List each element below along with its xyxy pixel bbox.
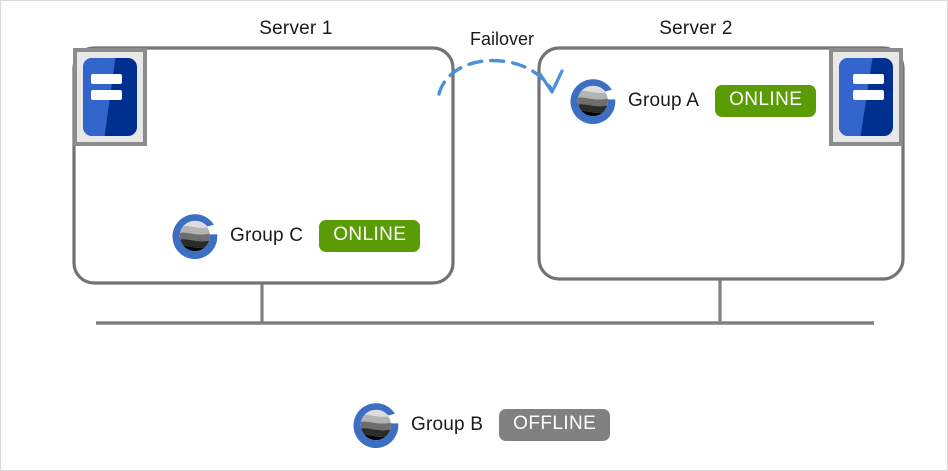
group-a-status-badge[interactable]: ONLINE [715, 85, 817, 117]
group-c-status-badge[interactable]: ONLINE [319, 220, 421, 252]
server-1-machine-body [83, 58, 137, 136]
server-2-machine-slot-top [853, 73, 885, 84]
group-b-status-badge[interactable]: OFFLINE [499, 409, 611, 441]
server-2-machine-body [839, 58, 893, 136]
group-c-logo-spacer [168, 208, 224, 264]
server-1-machine-icon [73, 48, 147, 146]
group-a-label: Group A [628, 90, 700, 111]
group-c-row[interactable]: Group C ONLINE [168, 208, 421, 264]
server-1-machine-slot-bottom [90, 89, 122, 101]
group-a-row[interactable]: Group A ONLINE [566, 73, 817, 129]
group-c-label: Group C [230, 225, 304, 246]
server-2-title: Server 2 [659, 18, 733, 39]
group-b-label: Group B [411, 414, 484, 435]
server-1-title: Server 1 [259, 18, 333, 39]
server-2-machine-slot-bottom [853, 89, 885, 101]
group-a-logo-spacer [566, 73, 622, 129]
server-2-machine-icon [829, 48, 903, 146]
failover-arrowhead [538, 69, 564, 94]
group-b-logo-spacer [349, 397, 405, 453]
group-b-row[interactable]: Group B OFFLINE [349, 397, 611, 453]
failover-arrow-path [437, 58, 554, 96]
failover-label: Failover [469, 29, 535, 49]
server-1-machine-slot-top [90, 73, 122, 84]
